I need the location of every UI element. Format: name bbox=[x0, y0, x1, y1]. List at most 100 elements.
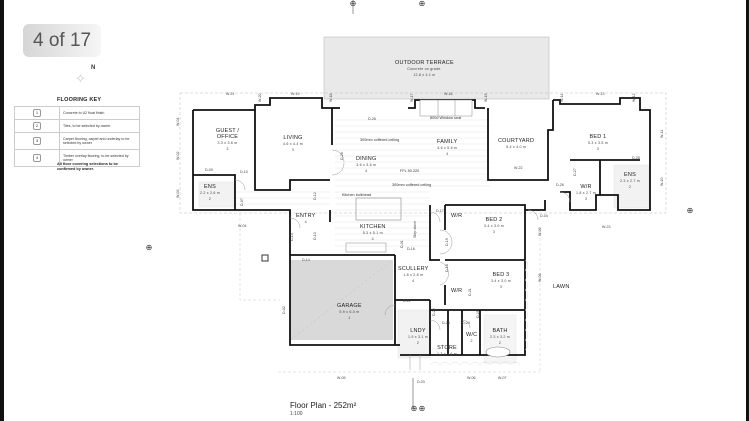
window-edge-right bbox=[746, 0, 749, 421]
tag-d28: D-28 bbox=[632, 156, 640, 160]
area-lawn: LAWN bbox=[553, 284, 570, 290]
room-family: FAMILY 4.6 x 5.6 m 4 bbox=[437, 139, 458, 156]
north-arrow-icon: ✧ bbox=[75, 71, 86, 86]
tag-d25: D-25 bbox=[476, 310, 480, 318]
tag-w12: W-12 bbox=[632, 93, 636, 102]
tag-d23: D-23 bbox=[442, 321, 450, 325]
tag-d04: D-04 bbox=[540, 214, 548, 218]
tag-d15: D-15 bbox=[290, 233, 294, 241]
room-ensuite-guest: ENS 2.2 x 2.6 m 2 bbox=[200, 184, 220, 201]
tag-d26: D-26 bbox=[340, 152, 344, 160]
flooring-key-row: 1 Concrete to U2 float finish bbox=[14, 106, 140, 120]
tag-d27: D-27 bbox=[573, 168, 577, 176]
tag-d11: D-11 bbox=[403, 299, 411, 303]
tag-w01: W-01 bbox=[176, 117, 180, 126]
flooring-key-table: 1 Concrete to U2 float finish 2 Tiles, t… bbox=[14, 106, 140, 167]
tag-d24: D-24 bbox=[462, 321, 470, 325]
tag-w13: W-13 bbox=[596, 92, 605, 96]
room-bath: BATH 2.3 x 3.2 m 2 bbox=[490, 328, 510, 345]
section-marker-icon: ⊕ bbox=[418, 404, 426, 413]
tag-w11: W-11 bbox=[660, 129, 664, 138]
tag-w10: W-10 bbox=[660, 177, 664, 186]
room-walk-in-robe-bed2: W/R bbox=[451, 213, 463, 219]
tag-d22: D-22 bbox=[432, 308, 436, 316]
tag-w22: W-22 bbox=[514, 166, 523, 170]
room-bed-3: BED 3 3.4 x 3.0 m 3 bbox=[491, 272, 511, 289]
tag-w20: W-20 bbox=[258, 93, 262, 102]
room-walk-in-robe-master: W/R 1.8 x 2.7 m 3 bbox=[576, 184, 596, 201]
tag-w03: W-03 bbox=[176, 189, 180, 198]
room-outdoor-terrace: OUTDOOR TERRACE Concrete on grade. 12.8 … bbox=[395, 60, 454, 77]
flooring-key-row: 2 Tiles, to be selected by owner bbox=[14, 119, 140, 133]
room-bed-2: BED 2 3.4 x 3.0 m 3 bbox=[484, 217, 504, 234]
tag-d13: D-13 bbox=[313, 232, 317, 240]
section-marker-icon: ⊕ bbox=[349, 0, 357, 8]
image-counter-badge: 4 of 17 bbox=[23, 24, 101, 57]
tag-d14: D-14 bbox=[302, 258, 310, 262]
tag-d09: D-09 bbox=[205, 168, 213, 172]
section-marker-icon: ⊕ bbox=[418, 0, 426, 8]
room-laundry: LNDY 1.9 x 3.1 m 2 bbox=[408, 328, 428, 345]
tag-w18: W-18 bbox=[329, 93, 333, 102]
flooring-desc: Carpet flooring, carpet and underlay to … bbox=[59, 132, 140, 150]
tag-w09: W-09 bbox=[538, 227, 542, 236]
room-scullery: SCULLERY 1.8 x 2.8 m 4 bbox=[398, 266, 429, 283]
note-kitchen-bulkhead: Kitchen bulkhead bbox=[342, 193, 372, 197]
tag-w21: W-21 bbox=[226, 92, 235, 96]
room-kitchen: KITCHEN 5.3 x 5.1 m 4 bbox=[360, 224, 386, 241]
tag-d16: D-16 bbox=[407, 247, 415, 251]
flooring-code: 2 bbox=[33, 122, 41, 130]
flooring-key-row: 4 Timber overlay flooring, to be selecte… bbox=[14, 149, 140, 167]
tag-w19: W-19 bbox=[291, 92, 300, 96]
floor-plan-scale: 1:100 bbox=[290, 411, 303, 417]
tag-w08: W-08 bbox=[538, 273, 542, 282]
tag-d19: D-19 bbox=[445, 238, 449, 246]
flooring-code: 1 bbox=[33, 109, 41, 117]
tag-w04: W-04 bbox=[238, 224, 247, 228]
flooring-key-title: FLOORING KEY bbox=[57, 97, 102, 103]
tag-d12: D-12 bbox=[313, 192, 317, 200]
note-step-stone: Step stone bbox=[413, 220, 417, 238]
tag-w07: W-07 bbox=[498, 376, 507, 380]
note-ffl: FFL 50.220 bbox=[400, 169, 420, 173]
room-ensuite-master: ENS 2.3 x 2.7 m 2 bbox=[620, 172, 640, 189]
tag-w14: W-14 bbox=[560, 93, 564, 102]
tag-d01: D-01 bbox=[400, 240, 404, 248]
tag-d17: D-17 bbox=[436, 209, 444, 213]
tag-d10: D-10 bbox=[240, 170, 248, 174]
flooring-desc: Concrete to U2 float finish bbox=[59, 106, 140, 120]
tag-w06: W-06 bbox=[467, 376, 476, 380]
room-guest-office: GUEST / OFFICE 3.3 x 3.6 m 3 bbox=[215, 128, 240, 151]
tag-w16: W-16 bbox=[444, 92, 453, 96]
room-dining: DINING 3.6 x 3.6 m 4 bbox=[356, 156, 377, 173]
room-entry: ENTRY 4 bbox=[296, 213, 316, 224]
tag-w17: W-17 bbox=[410, 93, 414, 102]
north-label: N bbox=[91, 65, 96, 71]
flooring-desc: Tiles, to be selected by owner bbox=[59, 119, 140, 133]
flooring-key-row: 3 Carpet flooring, carpet and underlay t… bbox=[14, 132, 140, 150]
tag-d18: D-18 bbox=[445, 264, 449, 272]
flooring-key-note: All floor covering selections to be conf… bbox=[57, 162, 118, 171]
note-window-seat: 800d Window seat bbox=[430, 116, 462, 120]
tag-w05: W-05 bbox=[337, 376, 346, 380]
tag-d03: D-03 bbox=[417, 380, 425, 384]
tag-d26: D-26 bbox=[556, 183, 564, 187]
section-marker-icon: ⊕ bbox=[686, 206, 694, 215]
tag-w15: W-15 bbox=[484, 93, 488, 102]
tag-d28: D-28 bbox=[368, 117, 376, 121]
tag-w02: W-02 bbox=[176, 151, 180, 160]
tag-w23: W-23 bbox=[602, 225, 611, 229]
tag-d21: D-21 bbox=[468, 288, 472, 296]
tag-d02: D-02 bbox=[282, 306, 286, 314]
window-edge-left bbox=[0, 0, 4, 421]
note-coffered-ceiling: 300mm coffered ceiling bbox=[360, 138, 400, 142]
section-marker-icon: ⊕ bbox=[145, 243, 153, 252]
room-bed-1: BED 1 5.3 x 3.5 m 3 bbox=[588, 134, 608, 151]
flooring-code: 4 bbox=[33, 154, 41, 162]
room-living: LIVING 4.6 x 4.4 m 3 bbox=[283, 135, 303, 152]
floor-plan-caption: Floor Plan - 252m² 1:100 bbox=[290, 401, 356, 417]
floor-plan-title: Floor Plan - 252m² bbox=[290, 401, 357, 410]
tag-d07: D-07 bbox=[240, 198, 244, 206]
room-walk-in-robe-bed3: W/R bbox=[451, 288, 463, 294]
